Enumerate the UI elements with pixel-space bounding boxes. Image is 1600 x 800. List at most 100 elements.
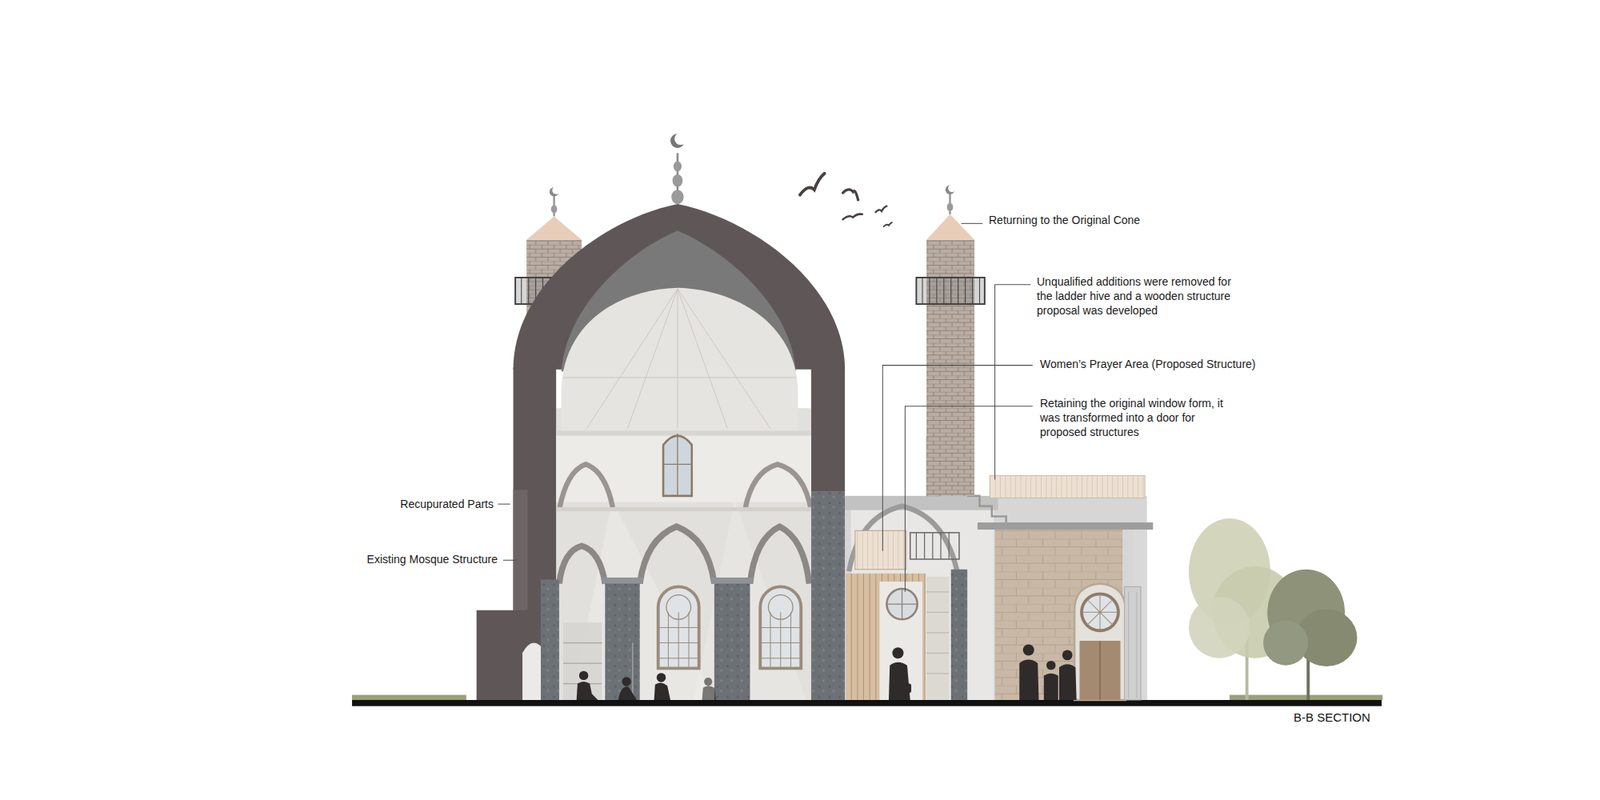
existing-mosque [540, 579, 560, 700]
right-minaret [916, 277, 984, 304]
leader-lines [497, 504, 510, 505]
proposed-annex [1079, 640, 1120, 700]
existing-mosque [556, 507, 812, 512]
existing-mosque [811, 492, 845, 700]
callout-label: Recupurated Parts [400, 496, 494, 512]
people [904, 684, 912, 693]
proposed-annex [967, 496, 1006, 525]
existing-mosque [811, 367, 845, 492]
people [579, 671, 588, 680]
people [892, 647, 904, 659]
existing-mosque [674, 132, 687, 145]
existing-mosque [671, 189, 684, 204]
callout-label: Existing Mosque Structure [367, 552, 498, 567]
callout-label: Unqualified additions were removed for t… [1036, 274, 1237, 318]
section-illustration [352, 132, 1383, 707]
existing-mosque [666, 595, 692, 620]
right-minaret [947, 203, 954, 212]
birds [843, 189, 859, 200]
existing-mosque [711, 577, 753, 584]
people [1019, 660, 1039, 700]
people [656, 672, 666, 682]
proposed-annex [1074, 584, 1126, 700]
people [621, 676, 631, 686]
existing-mosque [658, 612, 802, 668]
leader-lines [503, 560, 517, 561]
people [1023, 644, 1035, 656]
proposed-annex [845, 573, 925, 700]
left-minaret [526, 216, 582, 240]
right-minaret [948, 184, 956, 192]
callout-label: Women’s Prayer Area (Proposed Structure) [1040, 356, 1256, 372]
section-caption: B-B SECTION [1293, 710, 1371, 725]
birds [843, 214, 863, 220]
callout-label: Retaining the original window form, it w… [1040, 396, 1240, 440]
people [654, 683, 671, 700]
ground [1229, 695, 1383, 700]
leader-lines [904, 406, 1032, 592]
proposed-annex [977, 522, 1153, 530]
existing-mosque [559, 464, 614, 510]
existing-mosque [513, 489, 528, 611]
callout-label: Returning to the Original Cone [988, 212, 1140, 228]
proposed-annex [989, 475, 1145, 498]
proposed-annex [855, 530, 907, 569]
leader-lines [995, 284, 1032, 480]
existing-mosque [714, 579, 751, 700]
people [888, 662, 911, 700]
existing-mosque [563, 288, 796, 429]
proposed-annex [926, 592, 949, 674]
ground [352, 695, 467, 700]
leader-lines [497, 223, 1032, 592]
people [1062, 649, 1073, 660]
proposed-annex [1081, 593, 1119, 631]
birds [800, 173, 892, 227]
proposed-annex [1128, 592, 1137, 699]
proposed-annex [886, 588, 917, 620]
proposed-annex [879, 581, 923, 700]
existing-mosque [476, 132, 845, 700]
right-minaret [916, 184, 984, 496]
proposed-annex [951, 569, 968, 700]
people [1046, 660, 1056, 670]
existing-mosque [604, 579, 640, 700]
right-minaret [922, 277, 980, 304]
birds [875, 206, 887, 213]
proposed-annex [1099, 640, 1100, 700]
proposed-annex [886, 588, 917, 620]
existing-mosque [563, 622, 602, 700]
people [1059, 664, 1077, 700]
birds [800, 173, 825, 196]
proposed-annex [844, 496, 998, 511]
people [576, 644, 1077, 700]
left-minaret [552, 186, 560, 195]
existing-mosque [749, 526, 809, 584]
proposed-annex [1081, 593, 1119, 631]
existing-mosque [672, 174, 684, 187]
leader-lines [961, 223, 984, 224]
people [576, 681, 599, 700]
existing-mosque [673, 161, 682, 172]
existing-mosque [663, 433, 692, 496]
existing-mosque [561, 288, 799, 432]
existing-mosque [556, 430, 812, 436]
people [618, 686, 637, 700]
right-minaret [916, 277, 984, 304]
people [702, 685, 717, 700]
existing-mosque [556, 408, 812, 700]
right-minaret [926, 214, 975, 240]
ground [352, 700, 1382, 707]
proposed-annex [926, 576, 949, 700]
existing-mosque [602, 577, 644, 584]
trees [1188, 518, 1357, 700]
people [704, 677, 712, 686]
existing-mosque [744, 464, 812, 510]
proposed-annex [995, 525, 1123, 700]
people [1044, 673, 1059, 700]
trees [1188, 596, 1251, 659]
proposed-annex [848, 506, 957, 572]
left-minaret [551, 204, 558, 213]
proposed-annex [910, 532, 960, 560]
